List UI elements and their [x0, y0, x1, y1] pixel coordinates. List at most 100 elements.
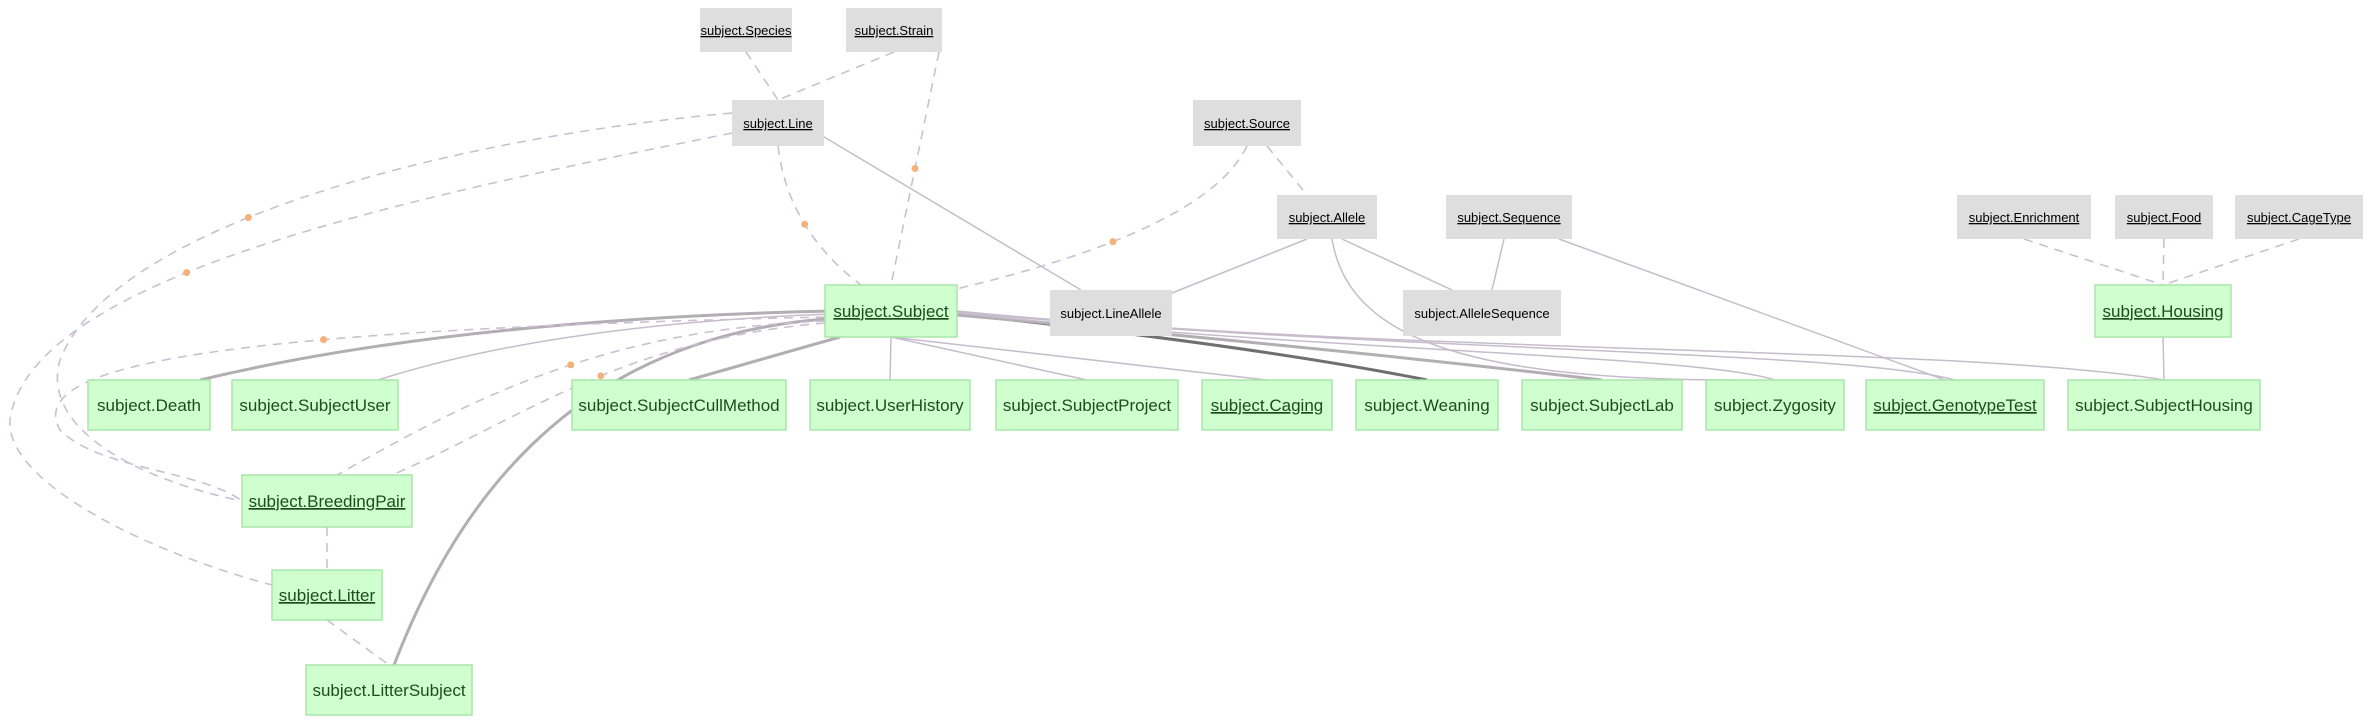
table-label: subject.Zygosity	[1714, 396, 1836, 415]
edge-layer	[9, 51, 2300, 666]
dependency-dot	[320, 336, 328, 344]
table-node-lineallele[interactable]: subject.LineAllele	[1050, 290, 1172, 336]
table-node-cullmethod[interactable]: subject.SubjectCullMethod	[571, 379, 787, 431]
table-box[interactable]	[700, 8, 792, 52]
edge-litter-to-littersubject	[326, 619, 390, 666]
table-node-zygosity[interactable]: subject.Zygosity	[1705, 379, 1845, 431]
table-node-line[interactable]: subject.Line	[732, 100, 824, 146]
table-label: subject.Strain	[855, 23, 934, 38]
table-label: subject.Litter	[279, 586, 376, 605]
table-label: subject.Housing	[2103, 302, 2224, 321]
edge-source-to-subject	[951, 145, 1248, 291]
edge-cagetype-to-housing	[2162, 238, 2300, 286]
dependency-dot	[597, 372, 605, 380]
edge-line-to-subject	[777, 145, 862, 286]
table-node-source[interactable]: subject.Source	[1193, 100, 1301, 146]
table-box[interactable]	[846, 8, 942, 52]
table-box[interactable]	[1277, 195, 1377, 239]
edge-enrichment-to-housing	[2023, 238, 2164, 286]
table-node-subject[interactable]: subject.Subject	[824, 284, 958, 338]
table-box[interactable]	[2094, 284, 2232, 338]
table-node-subjecthousing[interactable]: subject.SubjectHousing	[2067, 379, 2261, 431]
table-node-subjectproject[interactable]: subject.SubjectProject	[995, 379, 1179, 431]
edge-line-to-breedingpair	[56, 112, 733, 502]
table-label: subject.Death	[97, 396, 201, 415]
table-box[interactable]	[1705, 379, 1845, 431]
table-node-alleleseq[interactable]: subject.AlleleSequence	[1403, 290, 1561, 336]
table-label: subject.Source	[1204, 116, 1290, 131]
table-node-food[interactable]: subject.Food	[2115, 195, 2213, 239]
table-box[interactable]	[995, 379, 1179, 431]
table-box[interactable]	[1957, 195, 2091, 239]
table-box[interactable]	[809, 379, 971, 431]
table-node-genotypetest[interactable]: subject.GenotypeTest	[1865, 379, 2045, 431]
table-node-littersubject[interactable]: subject.LitterSubject	[305, 664, 473, 716]
edge-subject-to-userhistory	[889, 336, 892, 381]
dependency-dot	[244, 214, 252, 222]
dependency-dot	[567, 361, 575, 369]
table-node-housing[interactable]: subject.Housing	[2094, 284, 2232, 338]
table-box[interactable]	[1050, 290, 1172, 336]
table-box[interactable]	[732, 100, 824, 146]
edge-subject-to-subjectuser	[377, 313, 831, 381]
table-node-userhistory[interactable]: subject.UserHistory	[809, 379, 971, 431]
edge-subject-to-death	[199, 309, 831, 382]
table-box[interactable]	[1446, 195, 1572, 239]
table-label: subject.Weaning	[1364, 396, 1489, 415]
node-layer: subject.Species subject.Strain subject.Lin…	[87, 8, 2363, 716]
table-node-cagetype[interactable]: subject.CageType	[2235, 195, 2363, 239]
table-label: subject.SubjectHousing	[2075, 396, 2253, 415]
table-box[interactable]	[1193, 100, 1301, 146]
table-node-subjectuser[interactable]: subject.SubjectUser	[231, 379, 399, 431]
edge-subject-to-subjectproject	[890, 336, 1088, 381]
edge-subject-to-littersubject	[392, 317, 826, 666]
table-box[interactable]	[824, 284, 958, 338]
table-label: subject.SubjectLab	[1530, 396, 1674, 415]
table-box[interactable]	[1201, 379, 1333, 431]
dependency-dot	[801, 220, 809, 228]
dependency-dot	[1109, 238, 1117, 246]
table-node-sequence[interactable]: subject.Sequence	[1446, 195, 1572, 239]
table-label: subject.SubjectCullMethod	[578, 396, 779, 415]
table-box[interactable]	[271, 569, 383, 621]
table-node-weaning[interactable]: subject.Weaning	[1355, 379, 1499, 431]
dependency-dot	[911, 165, 919, 172]
table-box[interactable]	[1865, 379, 2045, 431]
table-box[interactable]	[1403, 290, 1561, 336]
table-label: subject.GenotypeTest	[1873, 396, 2037, 415]
table-node-litter[interactable]: subject.Litter	[271, 569, 383, 621]
table-box[interactable]	[1521, 379, 1683, 431]
table-box[interactable]	[231, 379, 399, 431]
edge-food-to-housing	[2162, 238, 2165, 286]
table-label: subject.Food	[2127, 210, 2201, 225]
table-box[interactable]	[571, 379, 787, 431]
edge-source-to-allele	[1266, 145, 1308, 196]
table-box[interactable]	[2067, 379, 2261, 431]
table-box[interactable]	[2115, 195, 2213, 239]
table-box[interactable]	[2235, 195, 2363, 239]
table-label: subject.CageType	[2247, 210, 2351, 225]
edge-subject-to-breedingpair-2	[336, 320, 826, 476]
table-box[interactable]	[305, 664, 473, 716]
table-node-strain[interactable]: subject.Strain	[846, 8, 942, 52]
edge-subject-to-cullmethod	[688, 335, 841, 382]
table-label: subject.Caging	[1211, 396, 1323, 415]
edge-subject-to-weaning	[956, 312, 1428, 382]
table-node-breedingpair[interactable]: subject.BreedingPair	[241, 474, 413, 528]
edge-allele-to-lineallele	[1166, 238, 1308, 296]
table-box[interactable]	[1355, 379, 1499, 431]
table-node-death[interactable]: subject.Death	[87, 379, 211, 431]
edge-line-to-lineallele	[813, 130, 1082, 291]
table-node-enrichment[interactable]: subject.Enrichment	[1957, 195, 2091, 239]
table-node-caging[interactable]: subject.Caging	[1201, 379, 1333, 431]
table-box[interactable]	[241, 474, 413, 528]
edge-subject-to-caging	[890, 336, 1268, 381]
table-box[interactable]	[87, 379, 211, 431]
table-node-subjectlab[interactable]: subject.SubjectLab	[1521, 379, 1683, 431]
table-label: subject.BreedingPair	[249, 492, 406, 511]
table-label: subject.Line	[743, 116, 812, 131]
edge-subject-to-breedingpair-3	[391, 322, 826, 476]
table-node-allele[interactable]: subject.Allele	[1277, 195, 1377, 239]
table-node-species[interactable]: subject.Species	[700, 8, 792, 52]
